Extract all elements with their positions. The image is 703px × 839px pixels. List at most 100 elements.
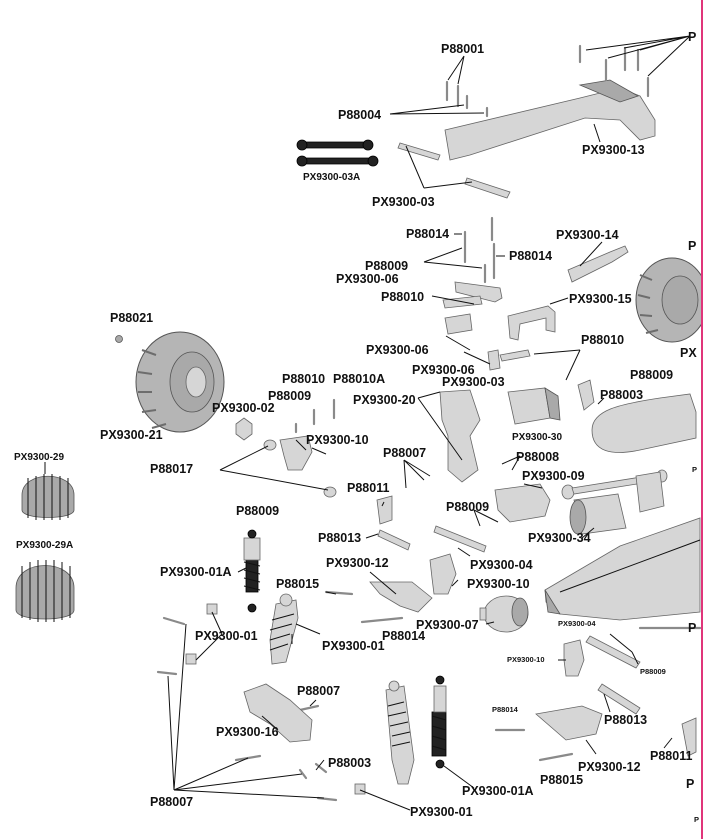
label-p88011-a: P88011 [347,481,389,495]
label-p88001: P88001 [441,42,484,56]
label-p88008: P88008 [516,450,559,464]
label-cut-p-bottom: P [694,815,699,824]
label-px9300-30: PX9300-30 [512,432,562,443]
motor-part [569,493,627,535]
label-px9300-20: PX9300-20 [353,393,416,407]
label-px9300-01a-a: PX9300-01A [160,565,232,579]
label-px9300-01a-b: PX9300-01A [462,784,534,798]
label-px9300-06-c: PX9300-06 [412,363,475,377]
p88017-washer-b [323,486,337,498]
pin-right-c [538,752,574,762]
label-p88010-c: P88010 [282,372,325,386]
label-p88014-d: P88014 [492,705,519,714]
label-p88021: P88021 [110,311,153,325]
shock-01a-left-part [243,529,261,613]
label-px9300-29: PX9300-29 [14,452,64,463]
steering-link-part [499,349,531,362]
label-cut-p-right3: P [688,621,696,635]
mid-blocks-part [444,313,473,335]
label-px9300-03-top: PX9300-03 [372,195,435,209]
label-p88010-a: P88010 [381,290,424,304]
label-px9300-29a: PX9300-29A [16,540,73,551]
tie-rod-right-part [597,683,641,715]
steering-assembly-part [439,389,481,483]
label-px9300-14: PX9300-14 [556,228,619,242]
knuckle-right-part [563,639,585,677]
label-px9300-12-a: PX9300-12 [326,556,389,570]
hex-hub-part [235,417,253,441]
label-p88014-b: P88014 [509,249,552,263]
small-pins-bottom [234,754,338,802]
label-p88010-b: P88010 [581,333,624,347]
label-px9300-03-mid: PX9300-03 [442,375,505,389]
label-p88009-f: P88009 [640,667,666,676]
knuckle-upper-part [279,435,313,471]
label-p88011-b: P88011 [650,749,692,763]
label-px9300-04-b: PX9300-04 [558,619,596,628]
label-px9300-01-a: PX9300-01 [195,629,258,643]
bushing-a-part [206,603,218,615]
label-px9300-15: PX9300-15 [569,292,632,306]
a-arm-12-left-part [369,581,433,613]
label-p88003-a: P88003 [600,388,643,402]
link-right-part [585,635,641,669]
label-px9300-21: PX9300-21 [100,428,163,442]
center-pins [463,216,496,284]
differential-part [479,595,529,633]
leader-lines [44,35,691,811]
bearing-sleeve-part [376,495,393,525]
label-px9300-12-b: PX9300-12 [578,760,641,774]
label-px9300-03a: PX9300-03A [303,172,360,183]
heatsink-29a-part [15,560,75,622]
label-p88009-b: P88009 [630,368,673,382]
label-px9300-13: PX9300-13 [582,143,645,157]
label-p88004: P88004 [338,108,381,122]
label-px9300-09: PX9300-09 [522,469,585,483]
label-p88013-b: P88013 [604,713,647,727]
battery-part [591,393,697,453]
label-px9300-06-b: PX9300-06 [366,343,429,357]
knuckle-lower-part [429,553,457,595]
bushing-b-part [185,653,197,665]
label-p88013-a: P88013 [318,531,361,545]
label-p88009-d: P88009 [446,500,489,514]
bracket-15-part [507,305,556,341]
label-px9300-10-a: PX9300-10 [306,433,369,447]
label-px9300-07: PX9300-07 [416,618,479,632]
rear-wheel-part [635,257,703,343]
p88001-screws [445,80,489,118]
label-p88017: P88017 [150,462,193,476]
sleeve-right-part [681,717,697,757]
small-screws-mid [294,398,336,434]
mid-block-2 [487,349,501,371]
label-p88007-b: P88007 [297,684,340,698]
label-px9300-04-a: PX9300-04 [470,558,533,572]
label-px9300-01-b: PX9300-01 [322,639,385,653]
front-wheel-part [135,331,225,433]
label-cut-p-right2: P [692,465,697,474]
label-px9300-02: PX9300-02 [212,401,275,415]
label-p88007-c: P88007 [150,795,193,809]
label-p88015-b: P88015 [540,773,583,787]
p88017-washer-a [263,439,277,451]
label-p88009-a: P88009 [365,259,408,273]
chassis-tub-part [544,517,701,621]
label-p88010a: P88010A [333,372,385,386]
label-p88014-a: P88014 [406,227,449,241]
label-p88007-a: P88007 [383,446,426,460]
label-px9300-16: PX9300-16 [216,725,279,739]
a-arm-right-part [535,705,603,741]
steering-link-04-part [433,525,487,553]
small-nut-part [115,335,123,343]
shock-01-left-part [269,593,299,665]
servo-part [507,387,561,425]
gearbox-part [494,483,551,523]
label-px9300-01-c: PX9300-01 [410,805,473,819]
label-p88014-c: P88014 [382,629,425,643]
heatsink-29-part [21,474,75,520]
misc-pins-mid [156,590,404,712]
upper-arm-part [567,245,629,283]
shock-01a-bottom-part [431,675,447,769]
label-px9300-06-a: PX9300-06 [336,272,399,286]
